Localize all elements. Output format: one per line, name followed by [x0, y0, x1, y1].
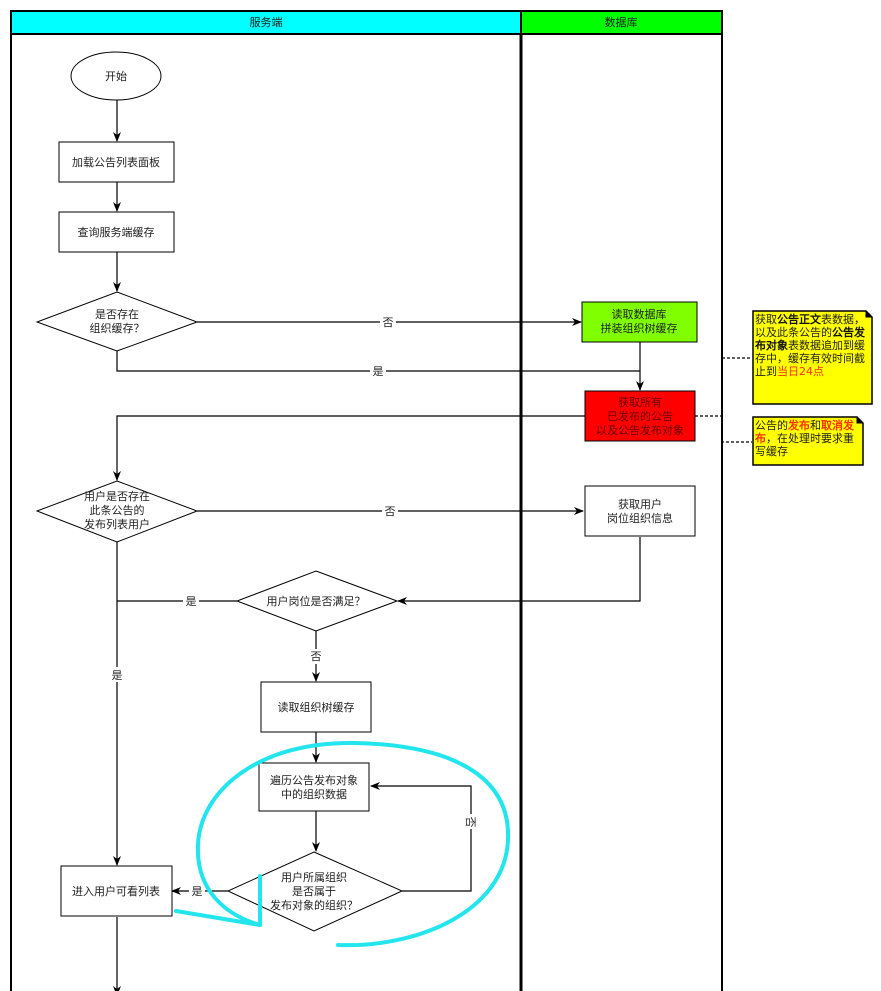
node-traverse-orgs-line1: 遍历公告发布对象 [270, 773, 358, 787]
edge-label-no-3: 否 [311, 650, 322, 663]
note-connector-1 [695, 357, 752, 417]
edge-label-yes-3: 是 [112, 669, 123, 682]
node-get-published-line2: 已发布的公告 [607, 409, 673, 423]
note-republish [752, 416, 864, 466]
edge-org-no-loop [370, 782, 472, 892]
node-query-cache-label: 查询服务端缓存 [78, 225, 155, 239]
node-traverse-orgs-line2: 中的组织数据 [281, 787, 347, 801]
node-org-belongs-line1: 用户所属组织 [281, 870, 347, 884]
node-load-panel[interactable]: 加载公告列表面板 [58, 141, 175, 183]
node-get-published[interactable]: 获取所有 已发布的公告 以及公告发布对象 [584, 390, 696, 442]
node-user-in-list[interactable]: 用户是否存在 此条公告的 发布列表用户 [35, 480, 199, 543]
node-org-belongs[interactable]: 用户所属组织 是否属于 发布对象的组织？ [226, 851, 404, 932]
highlight-tail-stroke [174, 874, 262, 927]
edges [113, 100, 752, 991]
edge-labels: 否 是 否 是 是 否 否 是 [109, 314, 480, 899]
lane-title-server: 服务端 [250, 16, 283, 29]
edge-label-no-4: 否 [464, 817, 477, 828]
lane-title-database: 数据库 [605, 15, 638, 29]
node-read-db-build-line2: 拼装组织树缓存 [601, 321, 678, 335]
node-enter-list-label: 进入用户可看列表 [72, 884, 160, 898]
node-get-published-line3: 以及公告发布对象 [596, 423, 684, 437]
node-org-belongs-line3: 发布对象的组织？ [270, 898, 358, 912]
edge-published-to-user-check [113, 415, 585, 481]
edge-label-yes-1: 是 [373, 365, 384, 378]
node-read-org-tree-label: 读取组织树缓存 [278, 700, 355, 714]
node-get-published-line1: 获取所有 [618, 395, 662, 409]
note-connector-2 [721, 416, 752, 443]
note-republish-text: 公告的发布和取消发布，在处理时要求重写缓存 [755, 419, 854, 458]
node-get-user-post-line1: 获取用户 [618, 497, 662, 511]
note-cache-append [752, 310, 873, 405]
highlight-annotation [174, 740, 511, 948]
node-has-org-cache-line1: 是否存在 [95, 307, 139, 321]
node-user-in-list-line1: 用户是否存在 [84, 489, 150, 503]
edge-label-no-2: 否 [385, 505, 396, 518]
node-post-satisfied-label: 用户岗位是否满足？ [267, 594, 366, 608]
node-traverse-orgs[interactable]: 遍历公告发布对象 中的组织数据 [258, 762, 370, 812]
highlight-loop-stroke [195, 740, 511, 948]
node-get-user-post[interactable]: 获取用户 岗位组织信息 [584, 485, 696, 537]
node-has-org-cache[interactable]: 是否存在 组织缓存？ [35, 291, 199, 352]
node-org-belongs-line2: 是否属于 [292, 885, 336, 898]
node-post-satisfied[interactable]: 用户岗位是否满足？ [235, 570, 399, 632]
node-read-org-tree[interactable]: 读取组织树缓存 [260, 681, 372, 733]
edge-label-no-1: 否 [383, 316, 394, 329]
edge-label-yes-2: 是 [186, 595, 197, 608]
node-user-in-list-line2: 此条公告的 [90, 503, 145, 517]
node-read-db-build[interactable]: 读取数据库 拼装组织树缓存 [581, 301, 698, 343]
node-get-user-post-line2: 岗位组织信息 [607, 511, 673, 525]
edge-yes-to-published [116, 351, 640, 372]
node-load-panel-label: 加载公告列表面板 [72, 155, 160, 169]
lane-header-database [520, 10, 723, 35]
node-read-db-build-line1: 读取数据库 [612, 307, 667, 321]
node-start[interactable]: 开始 [70, 51, 162, 101]
edge-get-post-to-post-check [397, 537, 641, 605]
node-user-in-list-line3: 发布列表用户 [84, 517, 150, 531]
node-query-cache[interactable]: 查询服务端缓存 [58, 211, 175, 253]
edge-label-yes-4: 是 [192, 885, 203, 898]
note-cache-append-text: 获取公告正文表数据，以及此条公告的公告发布对象表数据追加到缓存中，缓存有效时间截… [755, 313, 865, 378]
swimlane-pool: 服务端 数据库 [10, 10, 723, 991]
node-enter-list[interactable]: 进入用户可看列表 [60, 865, 173, 917]
node-has-org-cache-line2: 组织缓存？ [90, 321, 145, 335]
node-start-label: 开始 [105, 69, 127, 83]
